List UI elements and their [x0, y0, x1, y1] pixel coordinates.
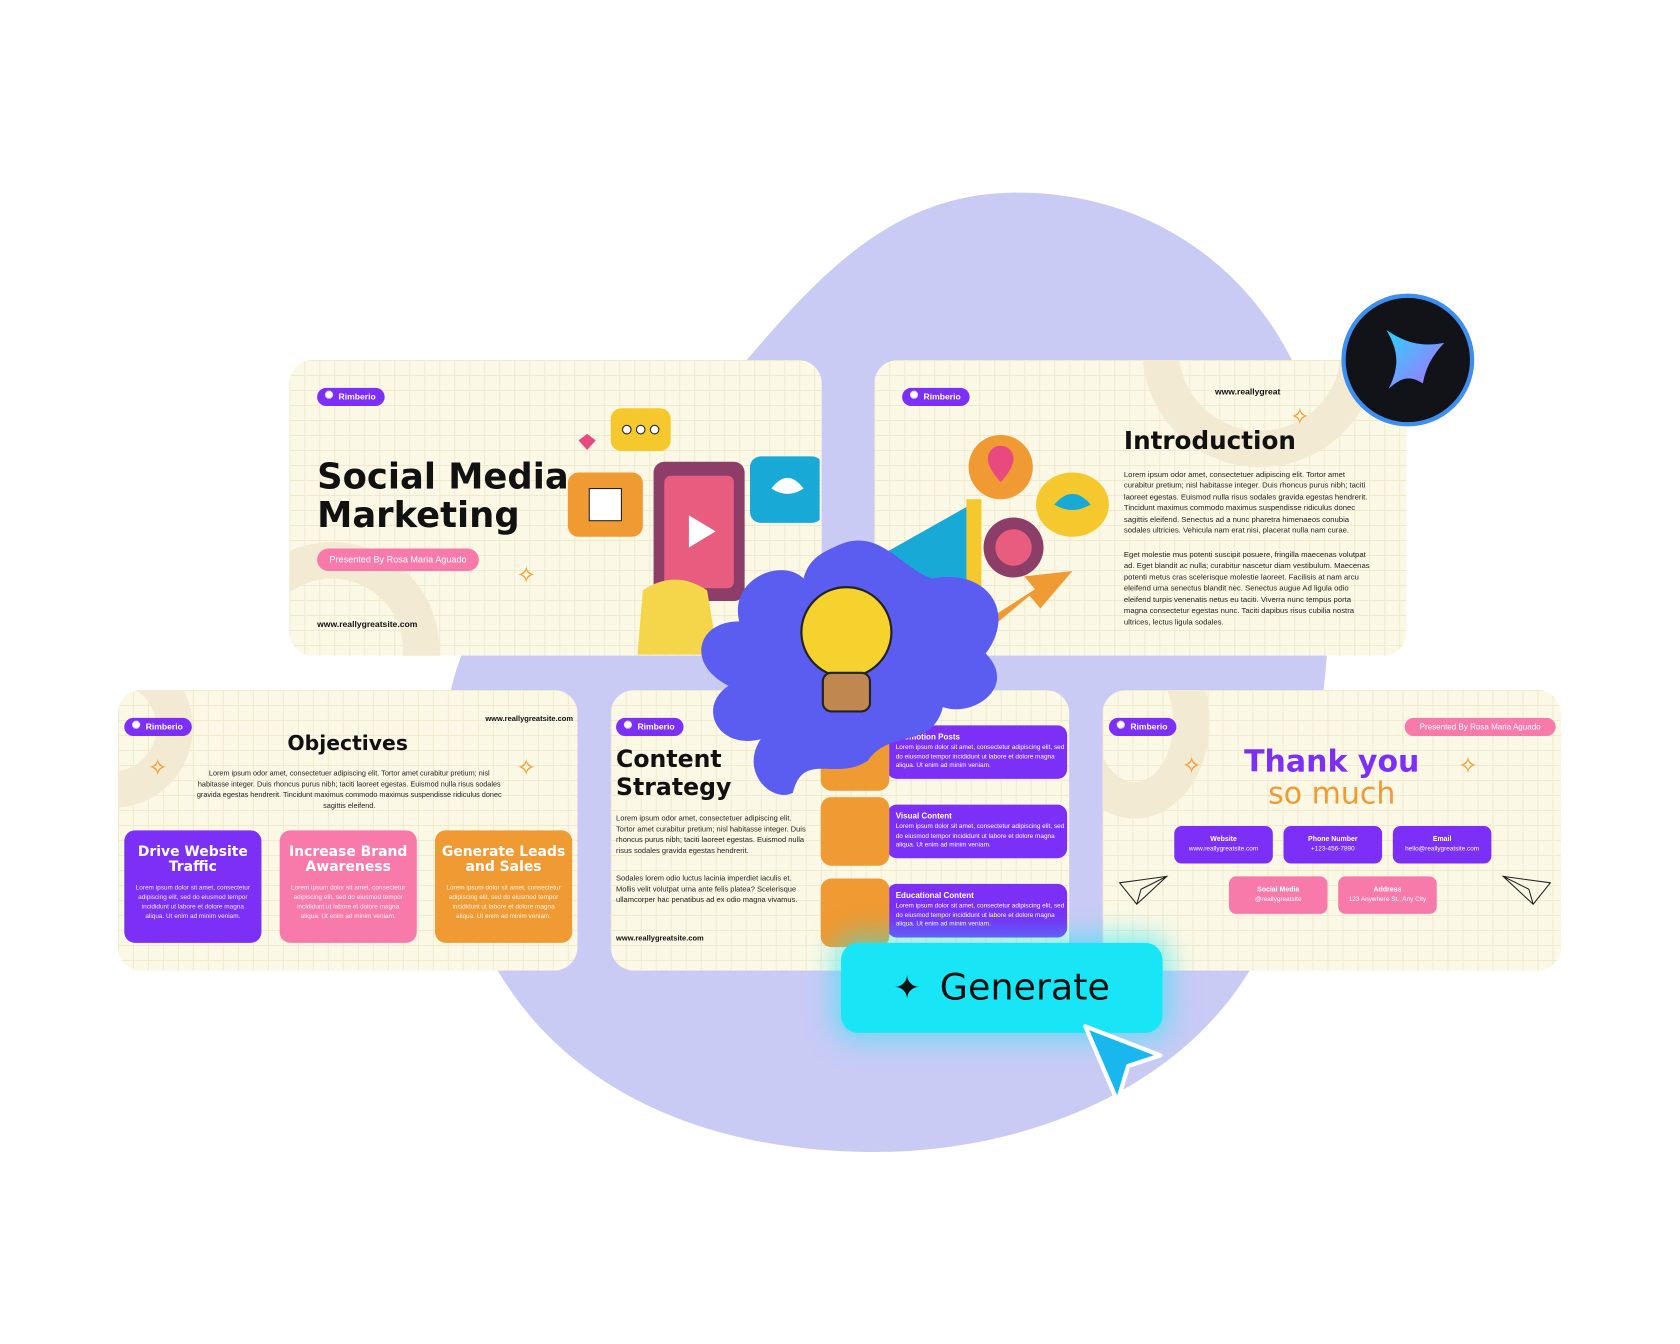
megaphone-illustration — [884, 434, 1109, 650]
site-url: www.reallygreatsite.com — [317, 619, 418, 629]
sparkle-icon: ✧ — [1458, 752, 1478, 779]
sparkle-icon: ✧ — [516, 754, 537, 782]
strategy-title-line1: Content — [616, 746, 722, 774]
social-media-illustration — [567, 408, 820, 655]
objectives-body: Lorem ipsum odor amet, consectetuer adip… — [196, 770, 502, 810]
paper-plane-icon — [1118, 875, 1169, 906]
visual-thumbnail — [820, 797, 890, 866]
lightbulb-splash-illustration — [701, 540, 999, 795]
app-logo — [1341, 293, 1475, 427]
contact-label: Social Media — [1257, 886, 1300, 894]
contact-phone: Phone Number +123-456-7890 — [1283, 826, 1383, 864]
site-url: www.reallygreat — [1214, 386, 1281, 397]
item-desc: Lorem ipsum dolor sit amet, consectetur … — [895, 744, 1065, 770]
sparkle-icon: ✧ — [516, 561, 537, 589]
brand-badge: Rimberio — [902, 387, 970, 407]
presenter-pill: Presented By Rosa Maria Aguado — [1404, 717, 1556, 737]
sparkle-icon: ✧ — [1289, 402, 1310, 430]
slide-title[interactable]: Rimberio Social Media Marketing Presente… — [289, 359, 822, 656]
item-desc: Lorem ipsum dolor sit amet, consectetur … — [895, 903, 1065, 929]
card-title: Generate Leads and Sales — [441, 844, 566, 875]
item-title: Promotion Posts — [895, 731, 960, 742]
objectives-title: Objectives — [287, 731, 408, 756]
strategy-paragraph-1: Lorem ipsum odor amet, consectetuer adip… — [616, 815, 806, 856]
contact-social: Social Media @reallygreatsite — [1228, 876, 1328, 914]
contact-label: Phone Number — [1308, 835, 1358, 844]
card-title: Drive Website Traffic — [137, 844, 248, 875]
contact-label: Address — [1373, 886, 1402, 894]
contact-email: Email hello@reallygreatsite.com — [1392, 826, 1492, 864]
site-url: www.reallygreatsite.com — [616, 935, 704, 943]
brand-badge: Rimberio — [124, 717, 192, 737]
contact-label: Website — [1210, 835, 1237, 844]
educational-thumbnail — [820, 878, 890, 948]
sparkle-icon: ✧ — [1181, 752, 1202, 779]
brand-badge: Rimberio — [616, 717, 684, 737]
item-title: Visual Content — [895, 811, 952, 821]
thanks-line2: so much — [1268, 775, 1396, 812]
intro-paragraph-1: Lorem ipsum odor amet, consectetuer adip… — [1123, 469, 1368, 535]
contact-value: www.reallygreatsite.com — [1188, 846, 1259, 853]
slide-title-line1: Social Media — [317, 455, 569, 498]
card-desc: Lorem ipsum dolor sit amet, consectetur … — [135, 885, 251, 921]
cursor-pointer-icon — [1083, 1024, 1163, 1104]
objective-card: Drive Website Traffic Lorem ipsum dolor … — [124, 830, 262, 943]
contact-value: hello@reallygreatsite.com — [1405, 846, 1480, 853]
slide-objectives[interactable]: Rimberio www.reallygreatsite.com Objecti… — [117, 689, 578, 971]
star-sparkle-logo-icon — [1386, 329, 1445, 389]
strategy-title-line2: Strategy — [616, 774, 732, 802]
sparkle-icon: ✦ — [893, 970, 921, 1006]
card-title: Increase Brand Awareness — [288, 844, 408, 875]
contact-value: 123 Anywhere St., Any City — [1348, 896, 1427, 903]
objective-card: Increase Brand Awareness Lorem ipsum dol… — [279, 830, 417, 943]
strategy-paragraph-2: Sodales lorem odio luctus lacinia imperd… — [616, 875, 798, 905]
sparkle-icon: ✧ — [147, 754, 168, 782]
brand-badge: Rimberio — [317, 387, 385, 407]
card-desc: Lorem ipsum dolor sit amet, consectetur … — [446, 885, 561, 921]
contact-value: +123-456-7890 — [1310, 846, 1355, 853]
generate-label: Generate — [939, 966, 1110, 1010]
item-desc: Lorem ipsum dolor sit amet, consectetur … — [895, 823, 1065, 849]
slide-thank-you[interactable]: Rimberio Presented By Rosa Maria Aguado … — [1102, 689, 1562, 971]
intro-paragraph-2: Eget molestie mus potenti suscipit posue… — [1123, 549, 1370, 627]
contact-address: Address 123 Anywhere St., Any City — [1338, 876, 1437, 914]
generate-button[interactable]: ✦ Generate — [841, 942, 1163, 1033]
slide-title-line2: Marketing — [317, 493, 520, 536]
contact-value: @reallygreatsite — [1254, 896, 1302, 903]
paper-plane-icon — [1501, 875, 1552, 906]
card-desc: Lorem ipsum dolor sit amet, consectetur … — [291, 885, 406, 921]
intro-title: Introduction — [1123, 427, 1296, 456]
presenter-pill: Presented By Rosa Maria Aguado — [317, 548, 479, 572]
objective-card: Generate Leads and Sales Lorem ipsum dol… — [434, 830, 573, 943]
contact-website: Website www.reallygreatsite.com — [1174, 826, 1273, 864]
contact-label: Email — [1432, 835, 1452, 844]
brand-badge: Rimberio — [1108, 717, 1177, 737]
thanks-line1: Thank you — [1244, 743, 1420, 779]
item-title: Educational Content — [895, 890, 974, 900]
site-url: www.reallygreatsite.com — [485, 715, 574, 724]
